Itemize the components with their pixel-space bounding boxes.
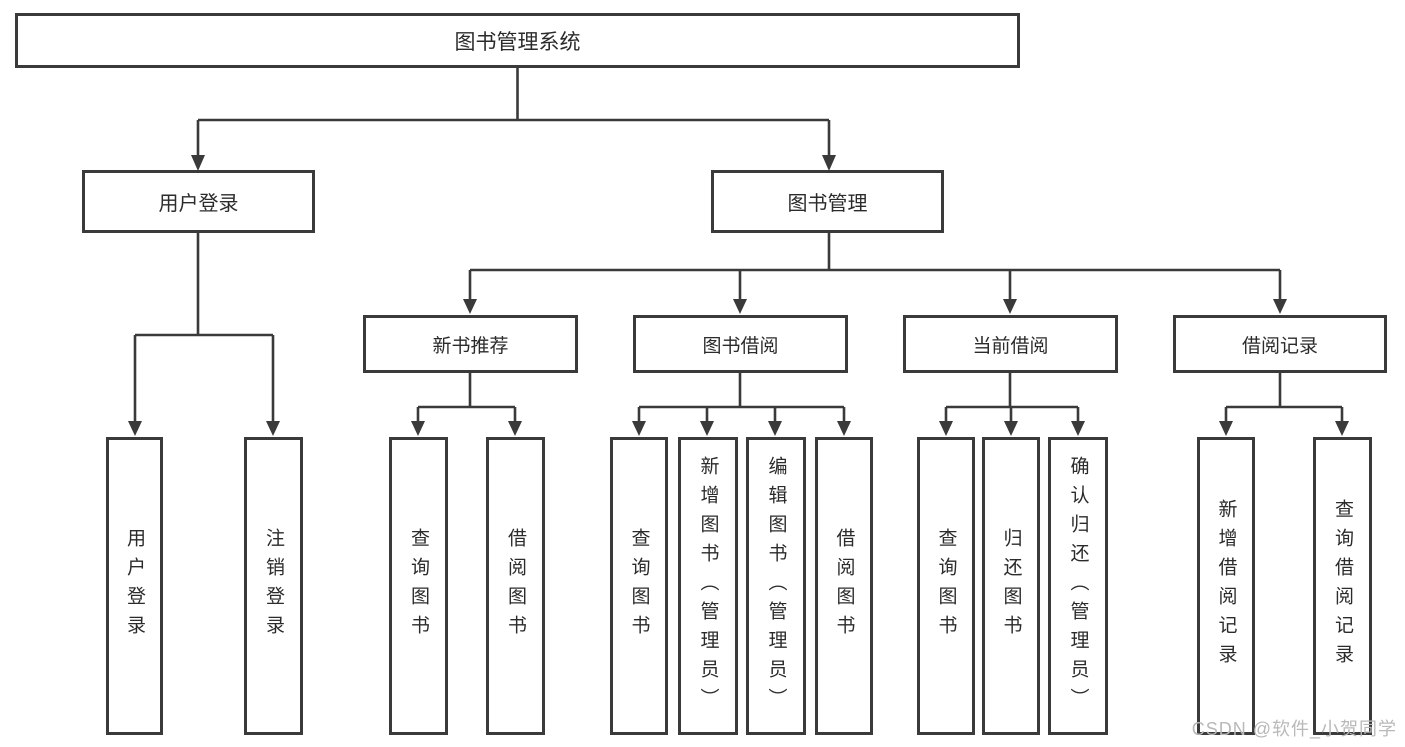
bus-root [196,68,831,160]
bus-user-login [133,233,275,425]
leaf-user-login: 用户登录 [106,437,163,735]
leaf-label: 查询图书 [408,528,429,644]
leaf-label: 确认归还（管理员） [1067,455,1089,717]
leaf-confirm-return-admin: 确认归还（管理员） [1048,437,1108,735]
leaf-add-borrow-record: 新增借阅记录 [1197,437,1255,735]
leaf-label: 查询图书 [628,528,650,644]
leaf-user-login-label: 用户登录 [124,528,145,644]
leaf-return-books: 归还图书 [982,437,1040,735]
leaf-label: 借阅图书 [505,528,526,644]
leaf-query-borrow-record: 查询借阅记录 [1313,437,1372,735]
node-new-book-recommend: 新书推荐 [363,315,578,373]
node-current-borrow: 当前借阅 [903,315,1118,373]
node-library-management-system: 图书管理系统 [15,13,1020,68]
node-user-login: 用户登录 [82,170,315,233]
leaf-borrow-books: 借阅图书 [815,437,873,735]
bus-book-management [468,233,1282,303]
node-borrow-records: 借阅记录 [1173,315,1387,373]
leaf-borrow-books-newbook: 借阅图书 [486,437,545,735]
leaf-label: 归还图书 [1000,528,1022,644]
node-book-management: 图书管理 [711,170,944,233]
leaf-label: 编辑图书（管理员） [765,455,787,717]
bus-borrow-records [1224,373,1344,425]
leaf-query-books-current: 查询图书 [917,437,975,735]
node-book-borrow: 图书借阅 [633,315,848,373]
leaf-label: 查询借阅记录 [1332,499,1353,673]
leaf-logout-label: 注销登录 [263,528,284,644]
leaf-label: 新增借阅记录 [1215,499,1237,673]
leaf-logout: 注销登录 [244,437,303,735]
leaf-query-books-newbook: 查询图书 [389,437,448,735]
bus-current-borrow [944,373,1080,425]
bus-new-books [416,373,517,425]
leaf-add-books-admin: 新增图书（管理员） [678,437,738,735]
leaf-label: 新增图书（管理员） [697,455,719,717]
watermark: CSDN @软件_小贺同学 [1191,719,1397,739]
bus-book-borrow [637,373,846,425]
leaf-label: 借阅图书 [833,528,855,644]
leaf-label: 查询图书 [935,528,957,644]
leaf-query-books-borrow: 查询图书 [610,437,668,735]
leaf-edit-books-admin: 编辑图书（管理员） [746,437,806,735]
